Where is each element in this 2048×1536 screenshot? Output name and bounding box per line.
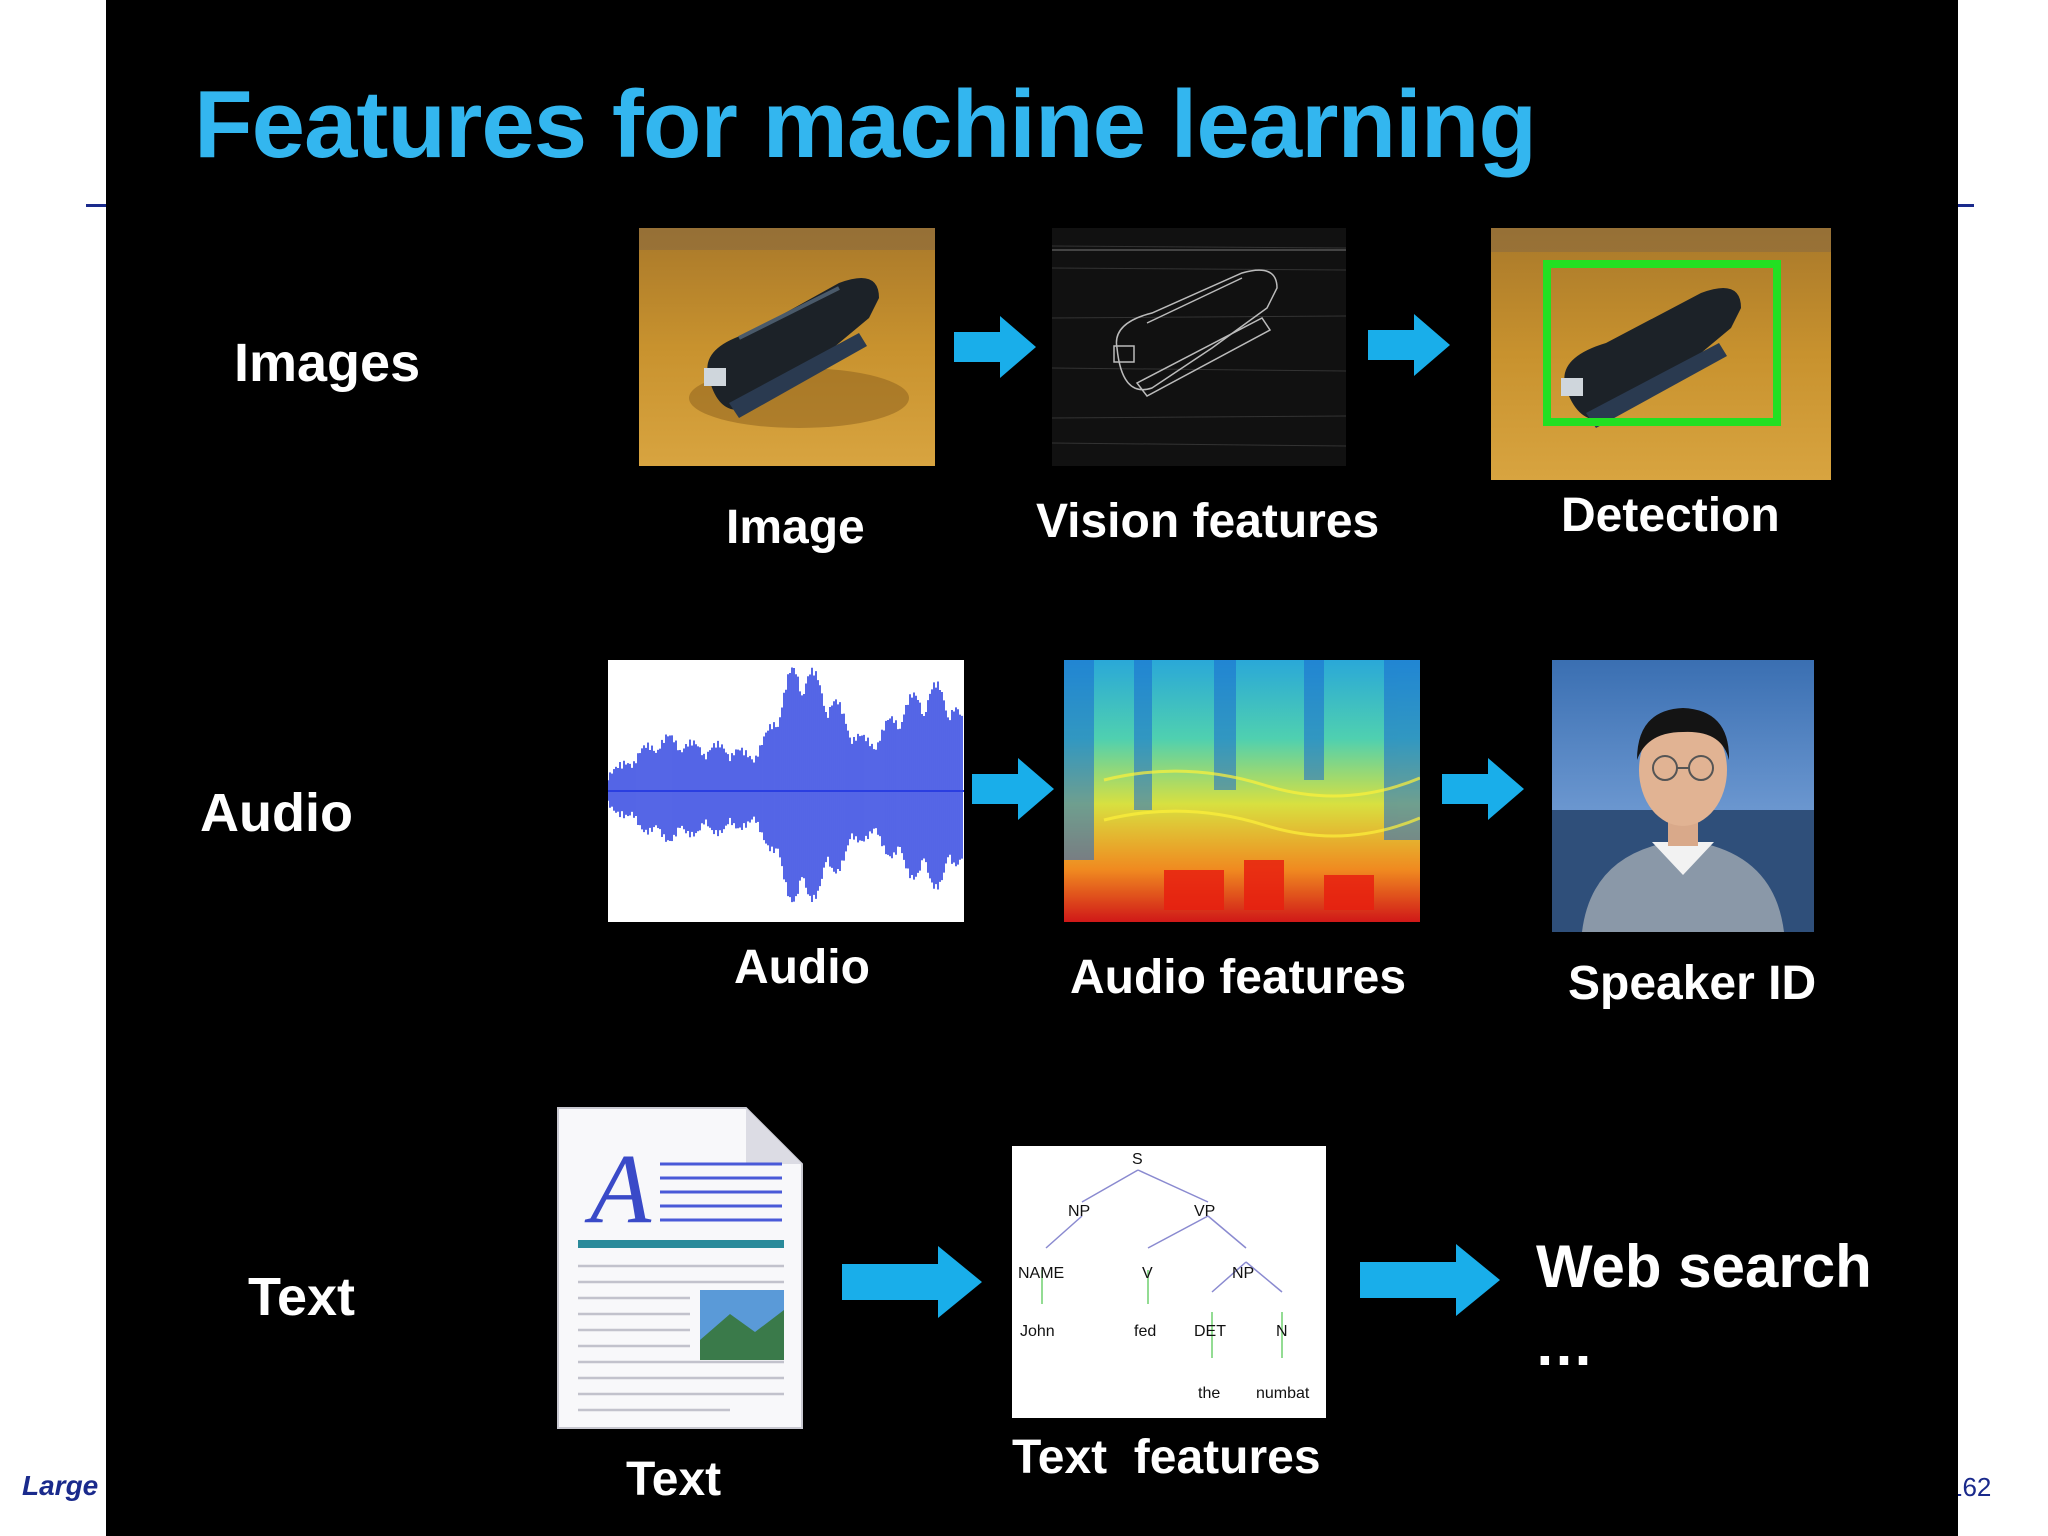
row-label-audio: Audio: [200, 783, 353, 843]
parse-node: numbat: [1256, 1385, 1310, 1402]
slide-image: Features for machine learning Images: [106, 0, 1958, 1536]
parse-node: S: [1132, 1151, 1143, 1168]
caption-speaker-id: Speaker ID: [1568, 957, 1817, 1010]
parse-node: VP: [1194, 1203, 1215, 1220]
arrow-icon: [1368, 314, 1450, 376]
parse-node: NP: [1068, 1203, 1090, 1220]
header-rule-left: [86, 204, 116, 207]
header-rule-right: [1950, 204, 1974, 207]
arrow-icon: [842, 1246, 982, 1318]
document-icon: A: [550, 1104, 810, 1432]
parse-tree: S NP VP NAME V NP John fed DET N the num…: [1012, 1146, 1326, 1418]
audio-waveform: [608, 660, 964, 922]
parse-node: the: [1198, 1385, 1220, 1402]
parse-node: N: [1276, 1323, 1288, 1340]
arrow-icon: [954, 316, 1036, 378]
caption-audio-features: Audio features: [1070, 951, 1407, 1004]
speaker-photo: [1552, 660, 1814, 932]
arrow-icon: [972, 758, 1054, 820]
parse-node: NAME: [1018, 1265, 1064, 1282]
web-search-label: Web search: [1536, 1233, 1872, 1300]
caption-image: Image: [726, 501, 865, 554]
caption-text: Text: [626, 1453, 722, 1506]
parse-node: DET: [1194, 1323, 1226, 1340]
footer-left-text: Large: [22, 1470, 99, 1501]
caption-vision-features: Vision features: [1036, 495, 1380, 548]
spectrogram-image: [1064, 660, 1420, 922]
svg-text:A: A: [584, 1133, 652, 1244]
ellipsis-label: …: [1534, 1311, 1594, 1378]
arrow-icon: [1360, 1244, 1500, 1316]
detection-photo: [1491, 228, 1831, 480]
row-label-images: Images: [234, 333, 421, 393]
parse-node: NP: [1232, 1265, 1254, 1282]
arrow-icon: [1442, 758, 1524, 820]
stapler-photo: [639, 228, 935, 466]
caption-detection: Detection: [1561, 489, 1780, 542]
parse-node: fed: [1134, 1323, 1156, 1340]
parse-node: John: [1020, 1323, 1055, 1340]
caption-audio: Audio: [734, 941, 870, 994]
vision-features-image: [1052, 228, 1346, 466]
parse-node: V: [1142, 1265, 1153, 1282]
slide-title: Features for machine learning: [194, 71, 1537, 178]
row-label-text: Text: [248, 1267, 356, 1327]
caption-text-features: Text features: [1012, 1431, 1321, 1484]
